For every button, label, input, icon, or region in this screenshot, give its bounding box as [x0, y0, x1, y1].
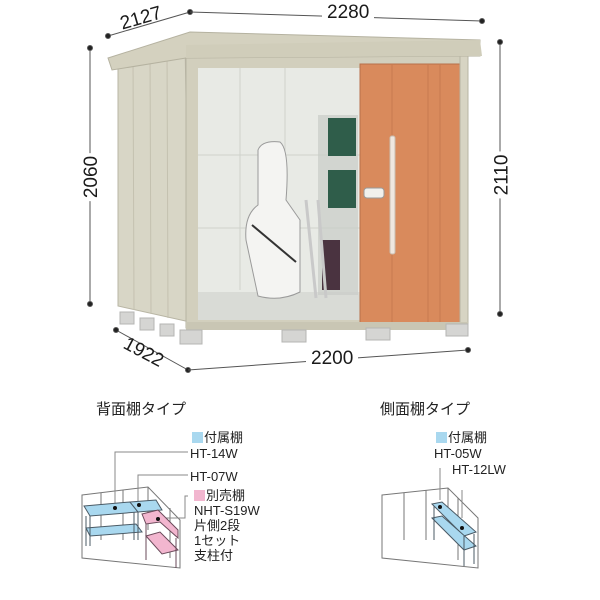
side-shelf-title: 側面棚タイプ: [380, 400, 471, 418]
included-shelf-swatch: [436, 432, 447, 443]
back-optional-note-1: 片側2段: [194, 518, 241, 533]
dimension-top-width: 2280: [322, 2, 375, 24]
back-optional-model: NHT-S19W: [194, 503, 260, 518]
side-included-model-1: HT-05W: [434, 446, 482, 461]
back-optional-label: 別売棚: [194, 488, 245, 503]
dimension-right-height: 2110: [491, 151, 514, 199]
side-shelf-section: 側面棚タイプ 付属棚 HT-05W HT-12: [360, 390, 600, 600]
dimension-bottom-width: 2200: [306, 348, 359, 370]
side-included-model-2: HT-12LW: [452, 462, 506, 477]
side-shelf-diagram: [381, 468, 479, 569]
back-optional-note-3: 支柱付: [194, 548, 234, 563]
back-optional-note-2: 1セット: [194, 533, 241, 548]
dimension-left-height: 2060: [81, 152, 104, 202]
back-included-model-2: HT-07W: [190, 469, 238, 484]
back-shelf-section: 背面棚タイプ: [0, 390, 340, 600]
back-included-model-1: HT-14W: [190, 446, 238, 461]
included-shelf-swatch: [192, 432, 203, 443]
shed-illustration: 2127 2280 2060 2110 1922 2200: [81, 2, 514, 373]
shed-drawing: [87, 9, 503, 373]
side-included-label: 付属棚: [436, 430, 487, 445]
back-shelf-title: 背面棚タイプ: [96, 400, 187, 418]
back-shelf-diagram: [81, 451, 188, 569]
optional-shelf-swatch: [194, 490, 205, 501]
back-included-label: 付属棚: [192, 430, 243, 445]
